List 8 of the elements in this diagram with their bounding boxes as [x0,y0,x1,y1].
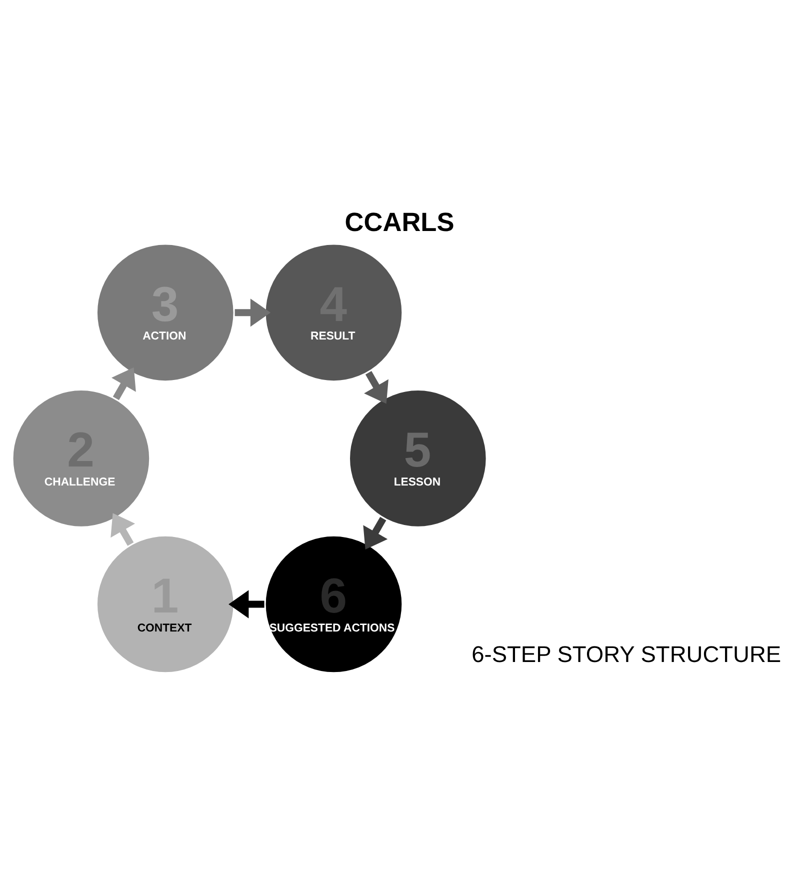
label: 6-STEP STORY STRUCTURE [472,640,782,667]
arrow [363,516,388,550]
arrow [112,366,136,400]
diagram-title: CCARLS [344,206,454,237]
arrow [364,370,388,404]
arrow [234,298,271,326]
arrow [228,590,264,618]
arrow [110,512,136,546]
